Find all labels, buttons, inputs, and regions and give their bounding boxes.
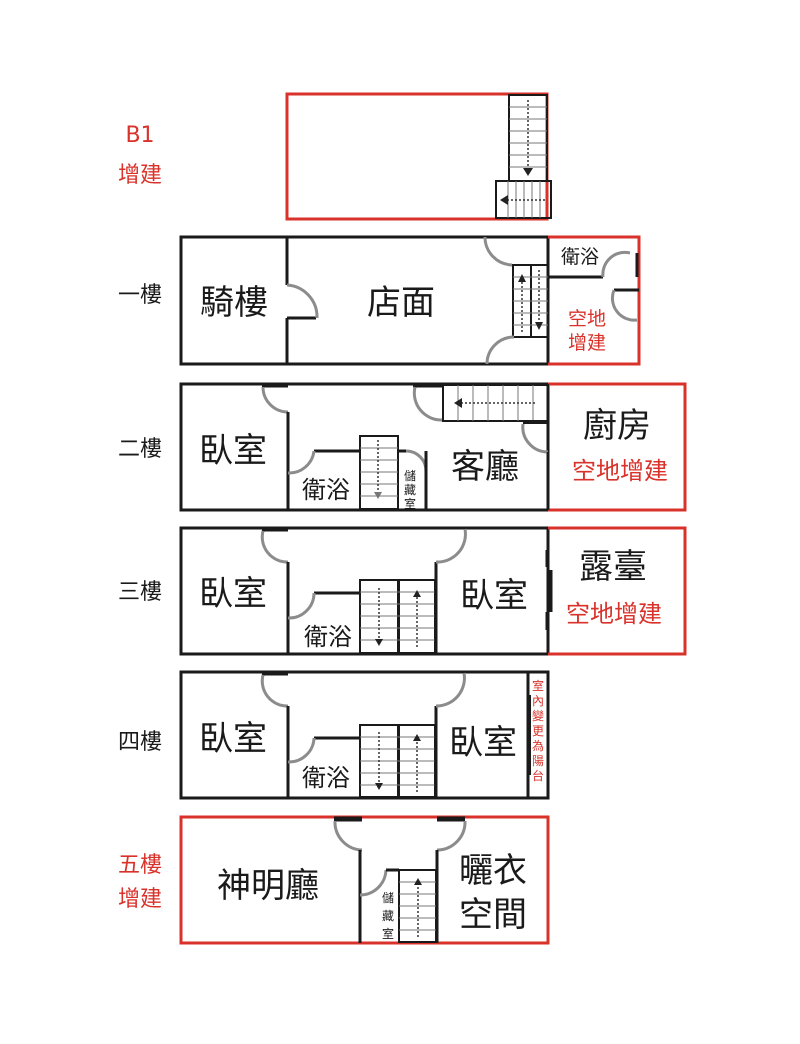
plan-5f: 儲 藏 室 神明廳 曬衣 空間 (179, 815, 550, 945)
room-bedroom2-4f: 臥室 (449, 723, 517, 763)
room-arcade: 騎樓 (200, 283, 268, 323)
room-shrine-5f: 神明廳 (217, 866, 319, 906)
room-bath-3f: 衛浴 (304, 623, 352, 651)
plan-b1 (285, 92, 552, 221)
room-store: 店面 (367, 283, 435, 323)
floor-label-4f: 四樓 (118, 730, 162, 755)
room-storage-2f-2: 藏 (404, 483, 416, 497)
room-storage-5f-2: 藏 (382, 909, 394, 923)
room-bath-2f: 衛浴 (302, 476, 350, 504)
room-ext-1f-line2: 增建 (568, 332, 606, 354)
note-char: 為 (532, 739, 544, 753)
floor-label-3f: 三樓 (118, 580, 162, 605)
room-storage-2f-1: 儲 (404, 469, 416, 483)
note-char: 變 (532, 708, 544, 723)
note-char: 更 (532, 724, 544, 738)
room-bedroom1-4f: 臥室 (199, 719, 267, 759)
room-terrace-3f: 露臺 (579, 547, 647, 587)
plan-2f: 儲 藏 室 臥室 衛浴 客廳 廚房 空地增建 (179, 382, 687, 512)
room-storage-2f-3: 室 (404, 496, 416, 511)
floor-note-5f: 增建 (118, 887, 162, 912)
note-char: 內 (532, 694, 544, 708)
room-ext-2f: 空地增建 (572, 457, 668, 485)
room-bath-4f: 衛浴 (302, 764, 350, 792)
room-bedroom2-3f: 臥室 (460, 576, 528, 616)
room-kitchen-2f: 廚房 (583, 406, 651, 446)
floor-label-1f: 一樓 (118, 283, 162, 308)
room-ext-3f: 空地增建 (566, 600, 662, 628)
plan-4f: 室 內 變 更 為 陽 台 臥室 衛浴 臥室 (179, 670, 550, 800)
floor-note-b1: 增建 (118, 163, 162, 188)
room-bath-1f: 衛浴 (561, 246, 599, 268)
note-char: 室 (532, 678, 544, 693)
plan-3f: 臥室 衛浴 臥室 露臺 空地增建 (179, 526, 687, 656)
room-laundry-5f-line1: 曬衣 (459, 851, 527, 891)
floor-label-2f: 二樓 (118, 437, 162, 462)
note-char: 台 (532, 768, 544, 783)
plan-1f: 騎樓 店面 衛浴 空地 增建 (179, 235, 641, 366)
floor-label-5f: 五樓 (118, 853, 162, 878)
room-ext-1f-line1: 空地 (568, 308, 606, 330)
room-living-2f: 客廳 (451, 447, 519, 487)
room-storage-5f-3: 室 (382, 926, 394, 941)
balcony-note-4f: 室 內 變 更 為 陽 台 (532, 678, 544, 783)
room-bedroom-2f: 臥室 (199, 431, 267, 471)
room-storage-5f-1: 儲 (382, 891, 394, 905)
room-laundry-5f-line2: 空間 (459, 895, 527, 935)
room-bedroom1-3f: 臥室 (199, 574, 267, 614)
note-char: 陽 (532, 754, 544, 768)
floor-label-b1: B1 (125, 123, 154, 148)
